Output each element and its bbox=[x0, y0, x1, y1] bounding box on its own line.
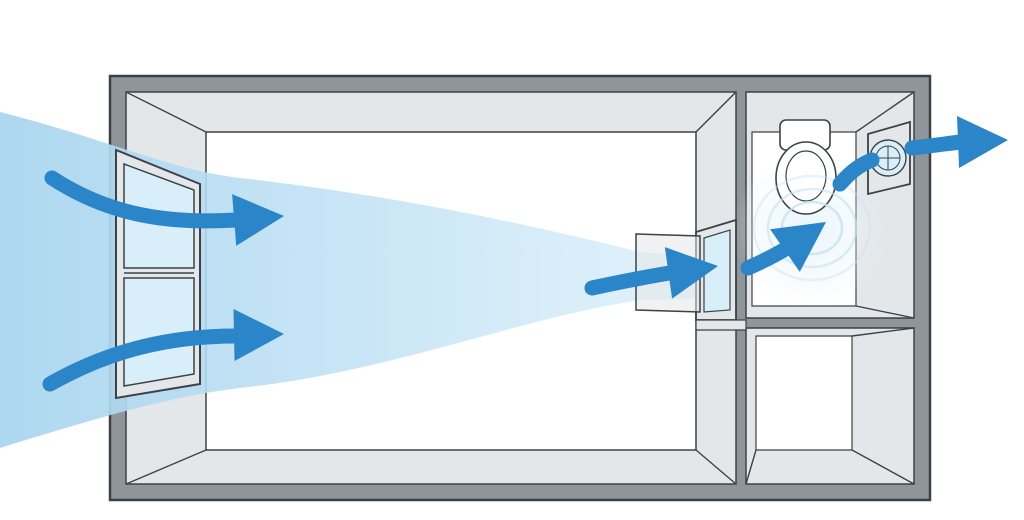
lower-room-floor bbox=[755, 335, 853, 451]
arrow-icon-to-fan bbox=[832, 152, 880, 192]
window-icon bbox=[115, 148, 201, 400]
airflow-arrows bbox=[42, 116, 1008, 392]
arrow-icon-exhaust bbox=[904, 116, 1008, 168]
arrow-icon-to-door bbox=[584, 247, 718, 299]
exhaust-fan-icon bbox=[867, 120, 911, 196]
arrow-icon-window-lower bbox=[42, 309, 284, 392]
arrow-icon-bathroom bbox=[740, 222, 826, 276]
bathroom-air-swirl bbox=[752, 174, 872, 282]
arrow-icon-window-upper bbox=[44, 170, 284, 246]
toilet-icon bbox=[775, 119, 837, 215]
